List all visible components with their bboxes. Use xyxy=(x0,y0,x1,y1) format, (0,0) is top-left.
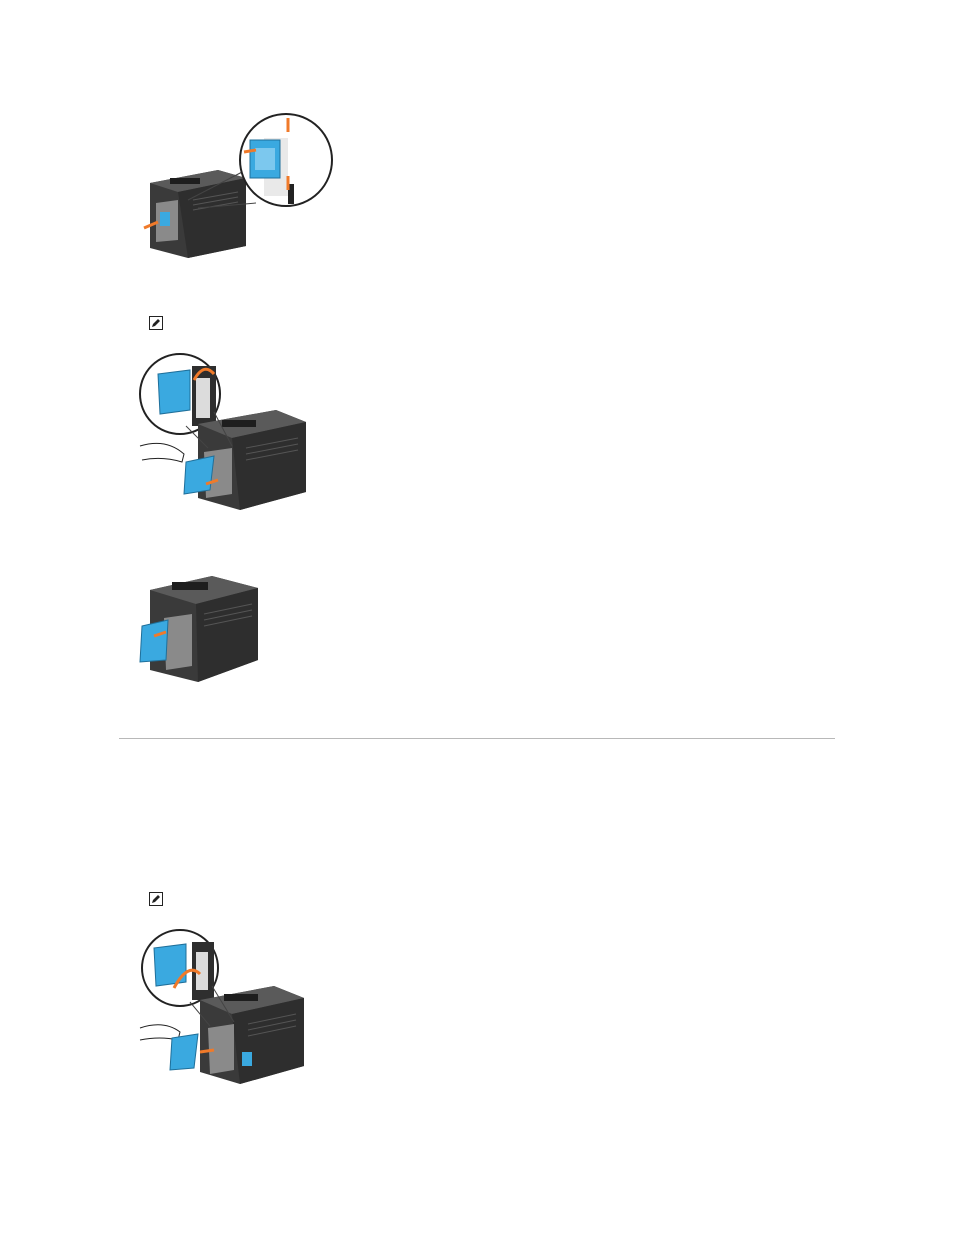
figure-attach-cover-with-zoom xyxy=(136,352,332,524)
figure-remove-cover-with-zoom xyxy=(136,928,322,1096)
note-pencil-icon xyxy=(149,892,163,906)
figure-install-wireless-adapter xyxy=(138,108,338,266)
figure-cover-attached xyxy=(138,570,260,686)
note-pencil-icon xyxy=(149,316,163,330)
section-divider xyxy=(119,738,835,739)
